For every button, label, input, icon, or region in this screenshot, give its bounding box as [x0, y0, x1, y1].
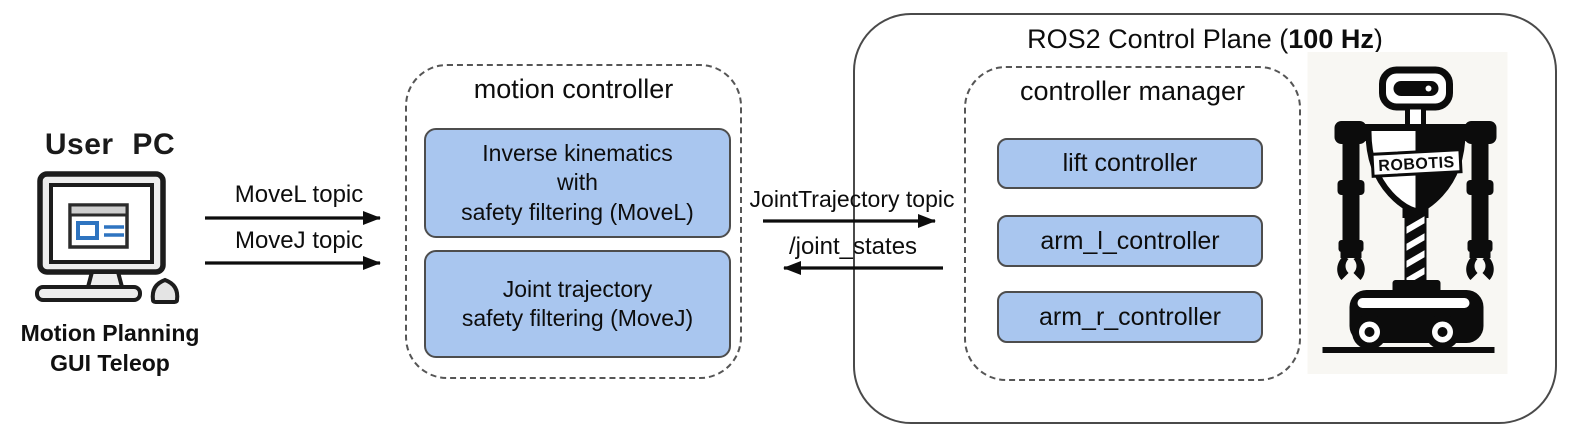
- controller-manager-group: controller manager lift controller arm_l…: [964, 66, 1301, 381]
- arm-r-controller-node: arm_r_controller: [997, 291, 1263, 343]
- node-text-line: safety filtering (MoveJ): [461, 305, 694, 331]
- joint-trajectory-topic-label: JointTrajectory topic: [749, 186, 955, 212]
- arm-l-controller-node: arm_l_controller: [997, 215, 1263, 267]
- robot-right-arm: [1466, 132, 1494, 280]
- caption-line-2: GUI Teleop: [50, 350, 170, 377]
- user-pc-title: User PC: [44, 128, 176, 161]
- movel-topic-label: MoveL topic: [234, 181, 364, 208]
- robot-visor: [1393, 81, 1439, 96]
- node-text-line: safety filtering (MoveL): [461, 198, 694, 225]
- node-text-line: Joint trajectory: [502, 275, 653, 302]
- ros2-control-plane-group: ROS2 Control Plane (100 Hz) controller m…: [853, 13, 1557, 424]
- robot-left-arm: [1337, 132, 1365, 280]
- title-rate-bold: 100 Hz: [1288, 24, 1374, 54]
- inverse-kinematics-node: Inverse kinematics with safety filtering…: [424, 128, 731, 238]
- caption-line-1: Motion Planning: [20, 320, 200, 346]
- motion-controller-group: motion controller Inverse kinematics wit…: [405, 64, 742, 379]
- robot-spine-stripes: [1406, 216, 1425, 280]
- robotis-logo-band: ROBOTIS: [1370, 148, 1463, 178]
- robot-spine-flange: [1392, 280, 1441, 293]
- joint-trajectory-node: Joint trajectory safety filtering (MoveJ…: [424, 250, 731, 358]
- user-pc-caption: Motion Planning GUI Teleop: [2, 318, 218, 379]
- computer-monitor-icon: [35, 171, 180, 304]
- ground-line: [1322, 347, 1495, 353]
- monitor-base: [35, 285, 142, 302]
- node-text-line: with: [557, 169, 598, 196]
- title-text: ROS2 Control Plane (: [1027, 24, 1289, 54]
- node-text-line: Inverse kinematics: [482, 139, 673, 166]
- gui-window-titlebar: [68, 203, 129, 217]
- robotis-logo-text: ROBOTIS: [1378, 154, 1455, 175]
- gui-blue-square: [76, 221, 99, 240]
- joint-states-label: /joint_states: [788, 233, 918, 260]
- robot-wheel-right: [1425, 314, 1460, 350]
- motion-controller-title: motion controller: [473, 74, 674, 104]
- monitor-stand: [85, 270, 125, 289]
- title-text: ): [1373, 24, 1383, 54]
- movej-topic-label: MoveJ topic: [234, 227, 364, 254]
- robot-eye: [1425, 85, 1432, 92]
- robotis-robot-icon: ROBOTIS: [1307, 52, 1508, 374]
- controller-manager-title: controller manager: [1019, 76, 1246, 106]
- lift-controller-node: lift controller: [997, 138, 1263, 189]
- robot-base-stripe: [1357, 298, 1470, 308]
- robot-wheel-left: [1352, 314, 1387, 350]
- mouse-icon: [150, 277, 180, 304]
- ros2-control-plane-title: ROS2 Control Plane (100 Hz): [855, 24, 1555, 55]
